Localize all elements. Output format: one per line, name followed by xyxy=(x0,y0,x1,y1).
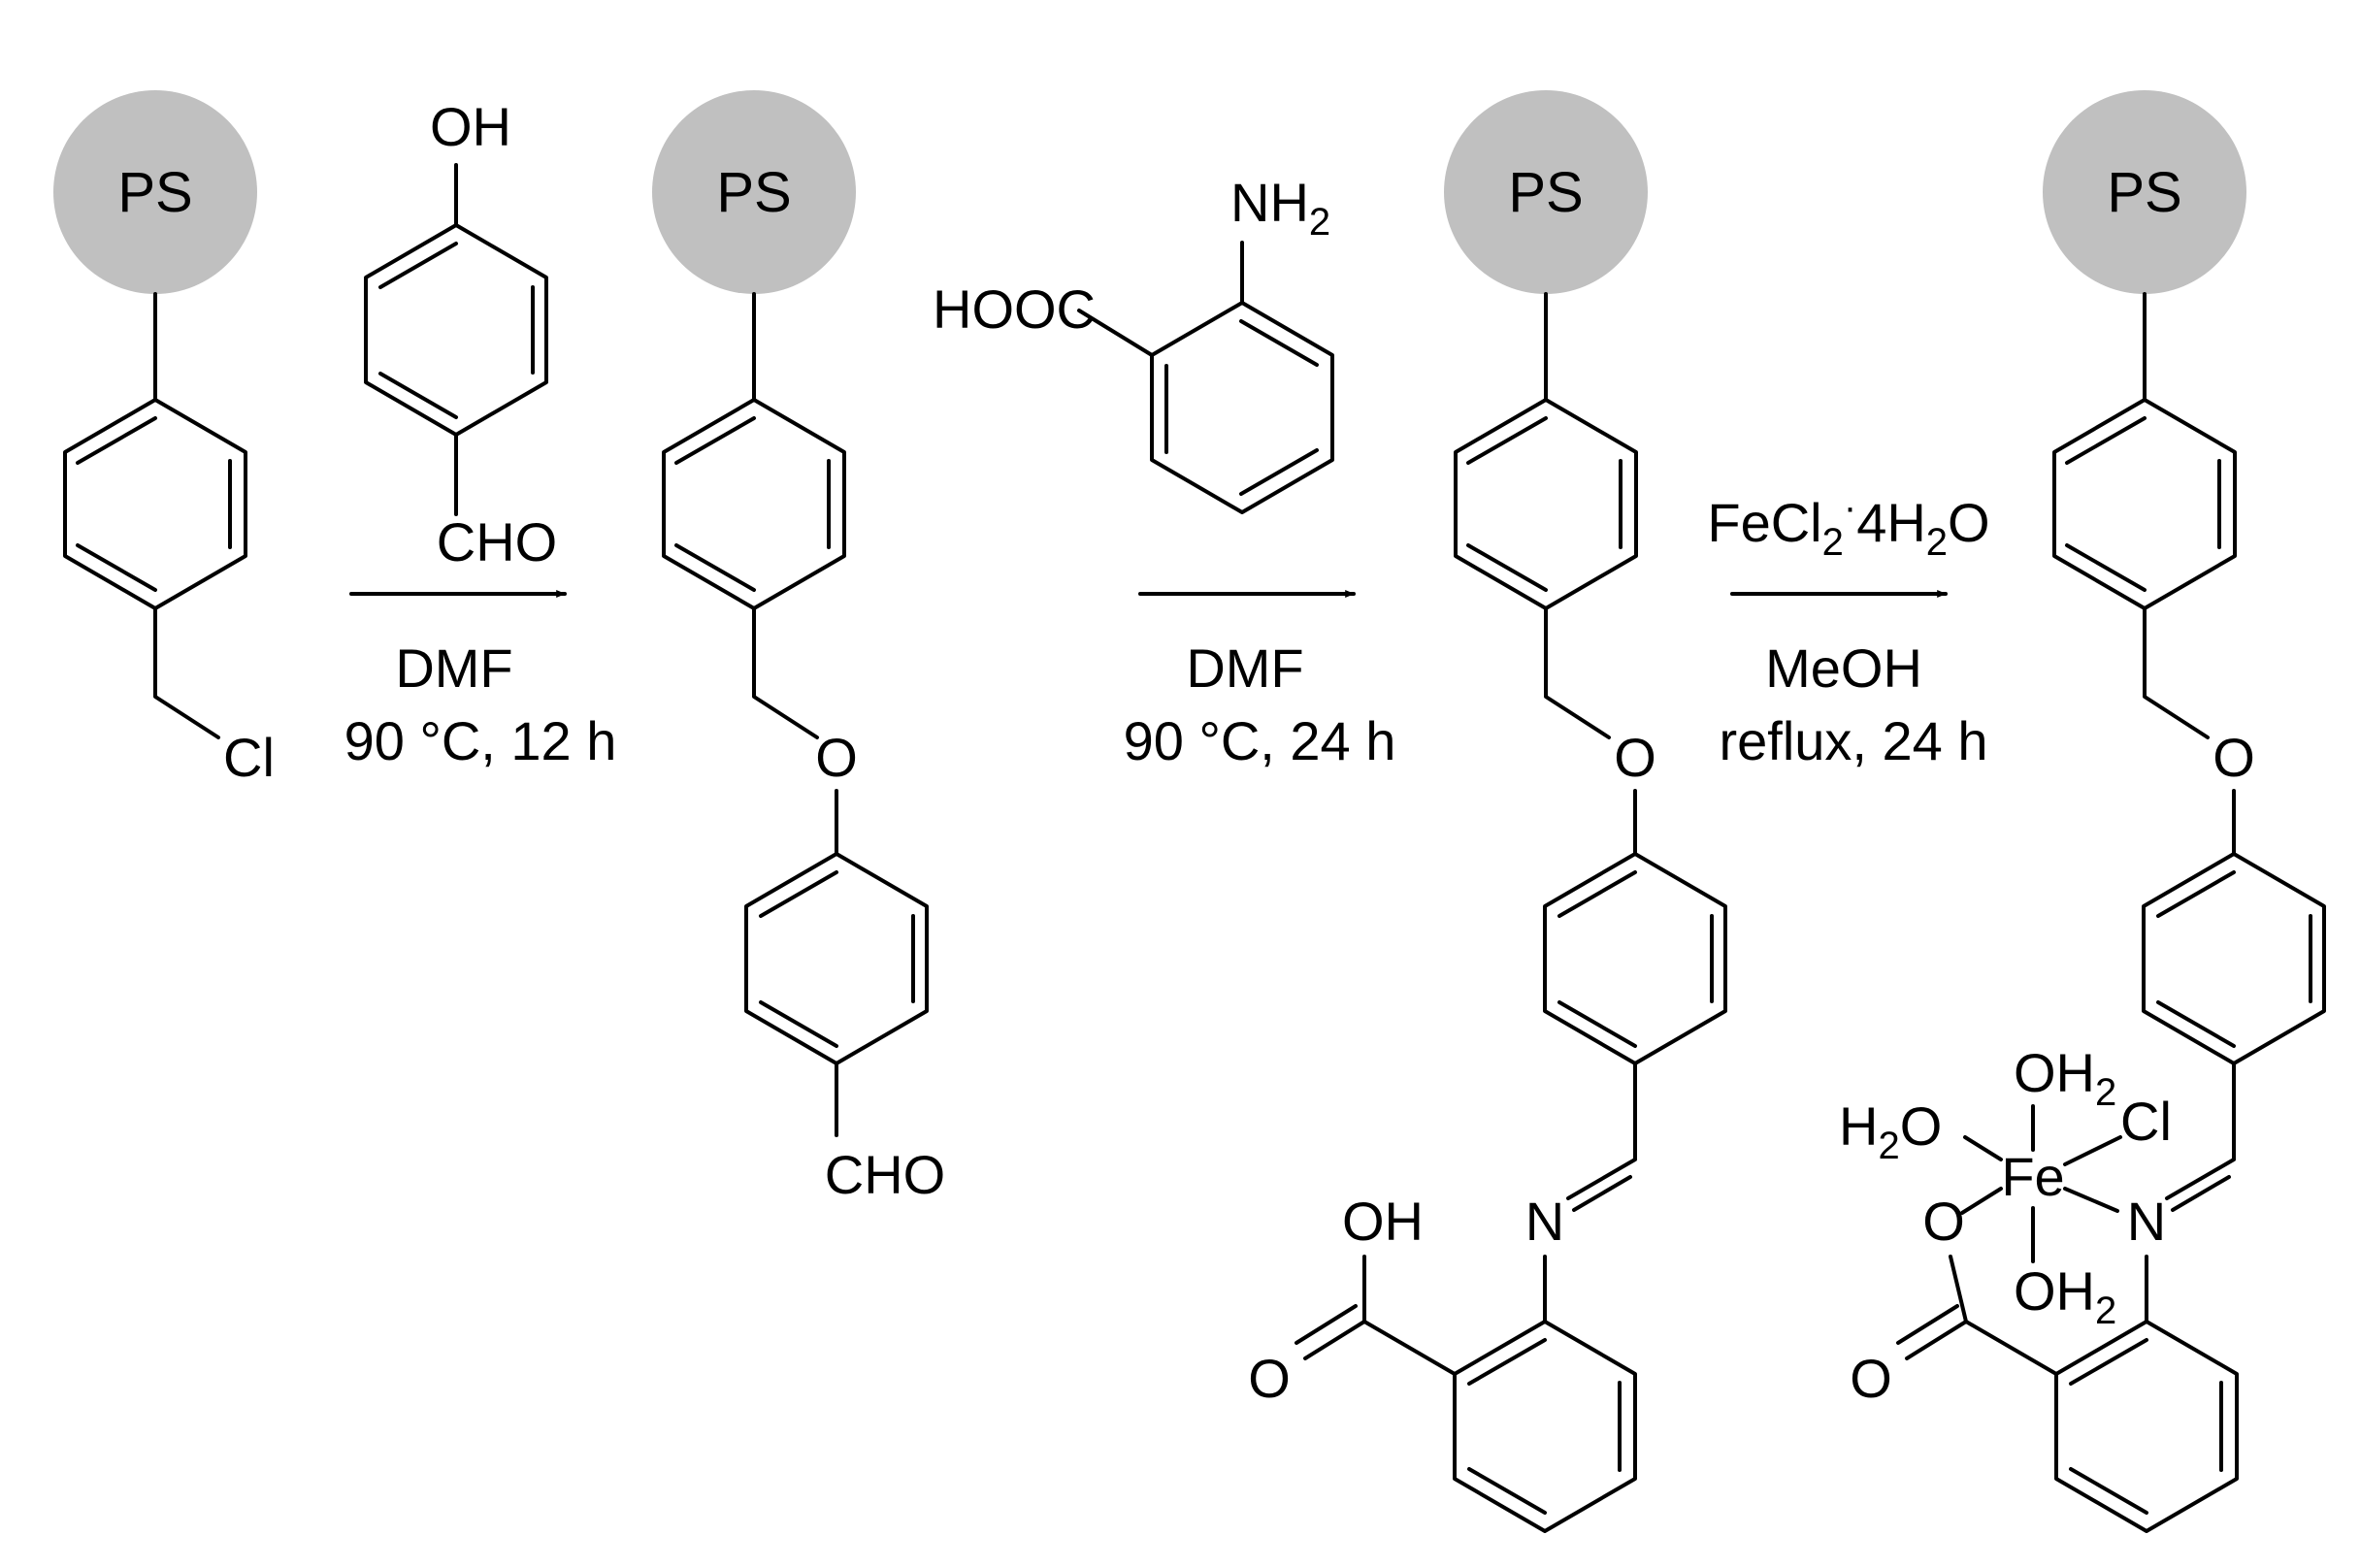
step2-solvent: DMF xyxy=(1186,637,1303,699)
benzene-ring xyxy=(63,292,247,610)
reagent-anthranilic-acid: NH2 HOOC xyxy=(933,172,1334,514)
compound-iron-complex: PS O N O O Fe xyxy=(1839,90,2326,1533)
compound-polystyrene-aldehyde: PS O CHO xyxy=(652,90,945,1205)
carbonyl-oxygen-label: O xyxy=(1248,1348,1291,1409)
reaction-step-3: FeCl2·4H2O MeOH reflux, 24 h xyxy=(1707,486,1989,771)
benzene-ring xyxy=(2052,292,2237,610)
step3-solvent: MeOH xyxy=(1765,637,1922,699)
imine-bond xyxy=(1566,1062,1637,1212)
aldehyde-label: CHO xyxy=(825,1144,945,1205)
reaction-step-1: DMF 90 °C, 12 h xyxy=(344,590,617,771)
imine-nitrogen-label: N xyxy=(2127,1191,2166,1252)
iron-center: Fe OH2 OH2 H2O Cl xyxy=(1839,1042,2172,1332)
leaving-group-label: Cl xyxy=(223,727,275,788)
polystyrene-bead xyxy=(652,90,856,294)
water-left-label: H2O xyxy=(1839,1095,1942,1167)
carbonyl-oxygen-label: O xyxy=(1850,1348,1892,1409)
step1-conditions: 90 °C, 12 h xyxy=(344,710,617,771)
ether-oxygen-label: O xyxy=(1614,727,1656,788)
carboxyl-oh-label: OH xyxy=(1342,1191,1424,1252)
imine-bond xyxy=(2165,1062,2236,1212)
carboxylate-bond xyxy=(1896,1255,2058,1376)
compound-chloromethyl-polystyrene: PS Cl xyxy=(53,90,275,788)
fe-water-left-bond xyxy=(1963,1135,2003,1161)
hydroxyl-label: OH xyxy=(430,96,511,157)
step2-conditions: 90 °C, 24 h xyxy=(1124,710,1396,771)
reagent-hydroxybenzaldehyde: OH CHO xyxy=(364,96,557,572)
step3-conditions: reflux, 24 h xyxy=(1719,710,1987,771)
fe-imine-bond xyxy=(2063,1187,2119,1213)
bead-label: PS xyxy=(117,161,192,224)
carboxyl-label: HOOC xyxy=(933,278,1096,340)
bead-label: PS xyxy=(2107,161,2181,224)
chloride-label: Cl xyxy=(2120,1091,2172,1152)
methylene-bond xyxy=(153,606,220,739)
polystyrene-bead xyxy=(53,90,257,294)
benzene-ring xyxy=(1454,292,1638,610)
water-top-label: OH2 xyxy=(2014,1042,2116,1114)
polystyrene-bead xyxy=(2043,90,2246,294)
bead-label: PS xyxy=(716,161,791,224)
benzene-ring xyxy=(1543,852,1727,1065)
benzene-ring xyxy=(662,292,846,610)
benzene-ring xyxy=(744,852,929,1065)
carboxylate-oxygen-label: O xyxy=(1922,1191,1965,1252)
step1-solvent: DMF xyxy=(395,637,512,699)
bead-label: PS xyxy=(1508,161,1583,224)
benzene-ring xyxy=(2142,852,2326,1065)
carboxyl-bond xyxy=(1295,1255,1457,1376)
aldehyde-label: CHO xyxy=(437,511,557,572)
ether-oxygen-label: O xyxy=(815,727,858,788)
polystyrene-bead xyxy=(1444,90,1648,294)
compound-schiff-base: PS O N OH O xyxy=(1248,90,1727,1533)
amine-label: NH2 xyxy=(1230,172,1330,244)
step3-reagent: FeCl2·4H2O xyxy=(1707,486,1989,564)
reaction-step-2: DMF 90 °C, 24 h xyxy=(1124,590,1396,771)
fe-carboxylate-bond xyxy=(1960,1187,2003,1215)
iron-label: Fe xyxy=(2001,1146,2064,1207)
fe-chloride-bond xyxy=(2063,1135,2122,1166)
ether-oxygen-label: O xyxy=(2212,727,2255,788)
benzene-ring xyxy=(1150,301,1334,514)
imine-nitrogen-label: N xyxy=(1525,1191,1564,1252)
benzene-ring xyxy=(364,223,548,437)
benzene-ring xyxy=(2054,1320,2239,1533)
water-bottom-label: OH2 xyxy=(2014,1260,2116,1332)
benzene-ring xyxy=(1453,1320,1637,1533)
